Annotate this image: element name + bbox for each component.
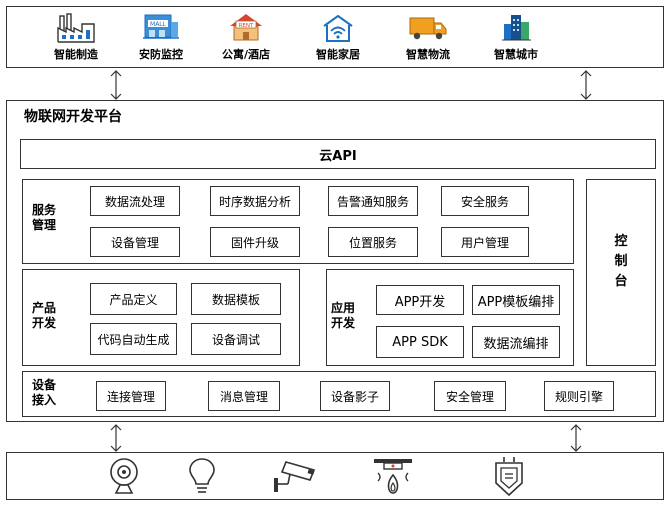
console-section[interactable] bbox=[586, 179, 656, 366]
scenario-icons-row: 智能制造 MALL 安防监控 RENT 公寓/酒店 bbox=[6, 12, 664, 68]
service-user-management[interactable]: 用户管理 bbox=[441, 227, 529, 257]
rule-engine[interactable]: 规则引擎 bbox=[544, 381, 614, 411]
scenario-smart-home: 智能家居 bbox=[296, 12, 380, 62]
service-firmware-upgrade[interactable]: 固件升级 bbox=[210, 227, 300, 257]
service-time-series-analysis[interactable]: 时序数据分析 bbox=[210, 186, 300, 216]
device-shadow[interactable]: 设备影子 bbox=[320, 381, 390, 411]
scenario-label: 智慧物流 bbox=[406, 48, 450, 61]
city-buildings-icon bbox=[502, 15, 531, 41]
data-stream-orchestration[interactable]: 数据流编排 bbox=[472, 326, 560, 358]
data-template[interactable]: 数据模板 bbox=[191, 283, 281, 315]
app-template-orchestration[interactable]: APP模板编排 bbox=[472, 285, 560, 315]
application-scenarios-panel bbox=[6, 6, 664, 68]
factory-icon bbox=[57, 13, 95, 43]
service-security[interactable]: 安全服务 bbox=[441, 186, 529, 216]
device-debugging[interactable]: 设备调试 bbox=[191, 323, 281, 355]
service-device-management[interactable]: 设备管理 bbox=[90, 227, 180, 257]
connection-management[interactable]: 连接管理 bbox=[96, 381, 166, 411]
devices-panel bbox=[6, 452, 664, 500]
service-data-stream-processing[interactable]: 数据流处理 bbox=[90, 186, 180, 216]
monitor-mall-icon: MALL bbox=[143, 14, 179, 39]
service-alarm-notification[interactable]: 告警通知服务 bbox=[328, 186, 418, 216]
camera-icon bbox=[110, 458, 138, 494]
sensor-badge-icon bbox=[495, 457, 523, 497]
rent-house-icon: RENT bbox=[230, 14, 262, 41]
service-location[interactable]: 位置服务 bbox=[328, 227, 418, 257]
message-management[interactable]: 消息管理 bbox=[208, 381, 280, 411]
device-access-title: 设备 接入 bbox=[32, 378, 57, 407]
bidirectional-arrow-icon bbox=[570, 424, 582, 452]
smart-home-icon bbox=[323, 14, 353, 42]
bidirectional-arrow-icon bbox=[110, 70, 122, 100]
svg-text:RENT: RENT bbox=[239, 23, 254, 29]
console-label: 控 制 台 bbox=[614, 234, 628, 289]
scenario-smart-logistics: 智慧物流 bbox=[386, 12, 470, 62]
service-management-title: 服务 管理 bbox=[32, 203, 57, 232]
svg-text:MALL: MALL bbox=[150, 21, 167, 28]
scenario-security-monitoring: MALL 安防监控 bbox=[119, 12, 203, 62]
scenario-apartment-hotel: RENT 公寓/酒店 bbox=[204, 12, 288, 62]
cctv-camera-icon bbox=[274, 461, 316, 492]
app-development-title: 应用 开发 bbox=[331, 301, 356, 330]
bidirectional-arrow-icon bbox=[110, 424, 122, 452]
app-sdk[interactable]: APP SDK bbox=[376, 326, 464, 358]
scenario-label: 智能制造 bbox=[54, 48, 98, 61]
code-auto-generation[interactable]: 代码自动生成 bbox=[90, 323, 177, 355]
bidirectional-arrow-icon bbox=[580, 70, 592, 100]
security-management[interactable]: 安全管理 bbox=[434, 381, 506, 411]
scenario-label: 公寓/酒店 bbox=[221, 48, 271, 61]
scenario-label: 安防监控 bbox=[139, 48, 183, 61]
scenario-label: 智慧城市 bbox=[494, 48, 538, 61]
cloud-api-bar: 云API bbox=[20, 139, 656, 169]
truck-icon bbox=[409, 17, 447, 40]
scenario-smart-city: 智慧城市 bbox=[474, 12, 558, 62]
smoke-detector-icon bbox=[374, 459, 412, 494]
app-development[interactable]: APP开发 bbox=[376, 285, 464, 315]
product-development-title: 产品 开发 bbox=[32, 301, 57, 330]
cloud-api-label: 云API bbox=[319, 148, 357, 164]
light-bulb-icon bbox=[189, 458, 215, 493]
scenario-label: 智能家居 bbox=[316, 48, 360, 61]
scenario-smart-manufacturing: 智能制造 bbox=[34, 12, 118, 62]
platform-title: 物联网开发平台 bbox=[24, 109, 122, 125]
product-definition[interactable]: 产品定义 bbox=[90, 283, 177, 315]
